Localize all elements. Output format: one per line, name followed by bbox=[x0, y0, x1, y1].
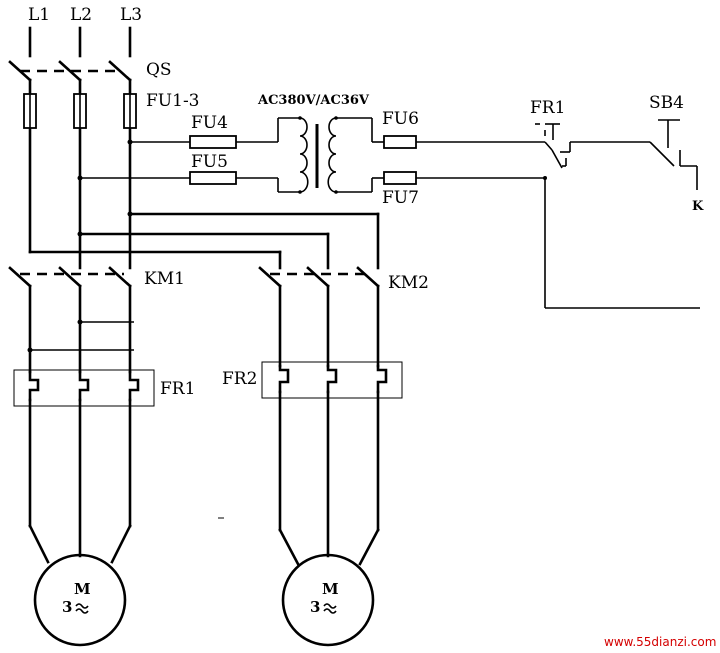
control-transformer bbox=[277, 116, 373, 194]
label-fr1-contact: FR1 bbox=[530, 98, 565, 118]
motor2-leads bbox=[218, 390, 380, 566]
motor1-leads bbox=[28, 398, 132, 564]
fu4-fuse bbox=[189, 135, 278, 149]
motor1-phase-label: 3 bbox=[62, 598, 72, 616]
km2-main-contacts bbox=[258, 266, 380, 288]
fu1-3-fuses bbox=[23, 92, 137, 130]
label-fu5: FU5 bbox=[191, 152, 228, 172]
motor1-m-label: M bbox=[74, 580, 91, 598]
label-sb4: SB4 bbox=[649, 93, 684, 113]
label-fu6: FU6 bbox=[382, 109, 419, 129]
sb4-pushbutton bbox=[570, 119, 698, 190]
supply-lines-top bbox=[28, 26, 132, 58]
label-fu1-3: FU1-3 bbox=[146, 91, 200, 111]
motor1-wiring bbox=[27, 284, 134, 374]
fu5-fuse bbox=[189, 171, 278, 185]
label-qs: QS bbox=[146, 60, 172, 80]
label-km2: KM2 bbox=[388, 273, 429, 293]
motor2 bbox=[281, 553, 375, 647]
label-k-partial: K bbox=[692, 199, 704, 214]
fr1-overload-contact bbox=[535, 123, 571, 169]
label-l3: L3 bbox=[120, 5, 142, 25]
motor2-wiring bbox=[278, 284, 380, 368]
label-fr1: FR1 bbox=[160, 379, 195, 399]
fu6-fuse bbox=[372, 135, 545, 149]
label-fr2: FR2 bbox=[222, 369, 257, 389]
motor2-phase-label: 3 bbox=[310, 598, 320, 616]
label-km1: KM1 bbox=[144, 269, 185, 289]
main-bus bbox=[28, 128, 380, 270]
motor2-ac-symbol bbox=[323, 603, 337, 614]
qs-isolating-switch bbox=[8, 60, 132, 94]
motor1 bbox=[33, 553, 127, 647]
label-transformer: AC380V/AC36V bbox=[257, 93, 370, 108]
watermark: www.55dianzi.com bbox=[604, 635, 716, 649]
control-supply-wiring bbox=[77, 139, 190, 181]
fr1-thermal-relay bbox=[13, 369, 155, 407]
label-l2: L2 bbox=[70, 5, 92, 25]
label-l1: L1 bbox=[28, 5, 50, 25]
km1-main-contacts bbox=[8, 266, 132, 288]
control-circuit-wiring bbox=[543, 176, 700, 309]
motor1-ac-symbol bbox=[75, 603, 89, 614]
label-fu4: FU4 bbox=[191, 113, 228, 133]
motor2-m-label: M bbox=[322, 580, 339, 598]
fr2-thermal-relay bbox=[261, 361, 403, 399]
fu7-fuse bbox=[372, 171, 545, 185]
label-fu7: FU7 bbox=[382, 188, 419, 208]
